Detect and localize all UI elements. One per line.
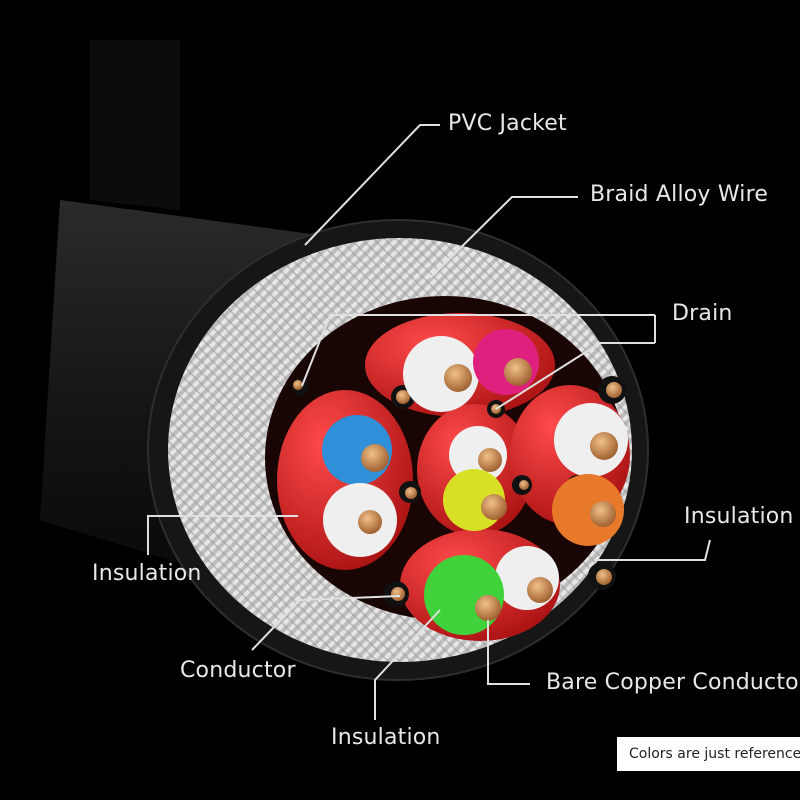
leader-conductor — [251, 595, 401, 651]
conductor-white-right — [554, 403, 628, 477]
insulated-conductors — [322, 329, 628, 635]
conductor-white-center — [449, 426, 507, 484]
drain-wire — [512, 475, 532, 495]
label-drain: Drain — [672, 301, 733, 326]
label-conductor: Conductor — [180, 658, 296, 683]
leader-insulation-right — [596, 539, 711, 561]
leader-drain-left — [301, 314, 655, 387]
drain-wire — [383, 581, 409, 607]
label-insulation-left: Insulation — [92, 561, 202, 586]
drain-wire — [291, 378, 309, 396]
conductor-white-left — [323, 483, 397, 557]
leader-pvc-jacket — [304, 124, 440, 246]
conductor-pink — [473, 329, 539, 395]
conductor-green — [424, 555, 504, 635]
conductor-white-top — [403, 336, 479, 412]
label-pvc-jacket: PVC Jacket — [448, 111, 567, 136]
drain-wire — [588, 562, 616, 590]
conductor-white-bottom — [495, 546, 559, 610]
colors-reference-note: Colors are just reference — [617, 737, 800, 771]
label-braid-alloy-wire: Braid Alloy Wire — [590, 182, 769, 207]
drain-wire — [391, 385, 415, 409]
label-insulation-right: Insulation — [684, 504, 794, 529]
leader-bare-copper — [487, 620, 530, 685]
label-bare-copper-conductor: Bare Copper Conductor — [546, 670, 800, 695]
leader-insulation-bottom — [374, 609, 441, 720]
label-insulation-bottom: Insulation — [331, 725, 441, 750]
leader-insulation-left — [147, 515, 298, 555]
leader-drain-mid — [495, 342, 655, 410]
conductor-yellow — [443, 469, 507, 531]
drain-wire — [598, 376, 626, 404]
leader-lines — [147, 124, 711, 720]
conductor-blue — [322, 415, 392, 485]
drain-wire — [399, 481, 421, 503]
leader-braid — [429, 196, 578, 279]
conductor-orange — [552, 474, 624, 546]
